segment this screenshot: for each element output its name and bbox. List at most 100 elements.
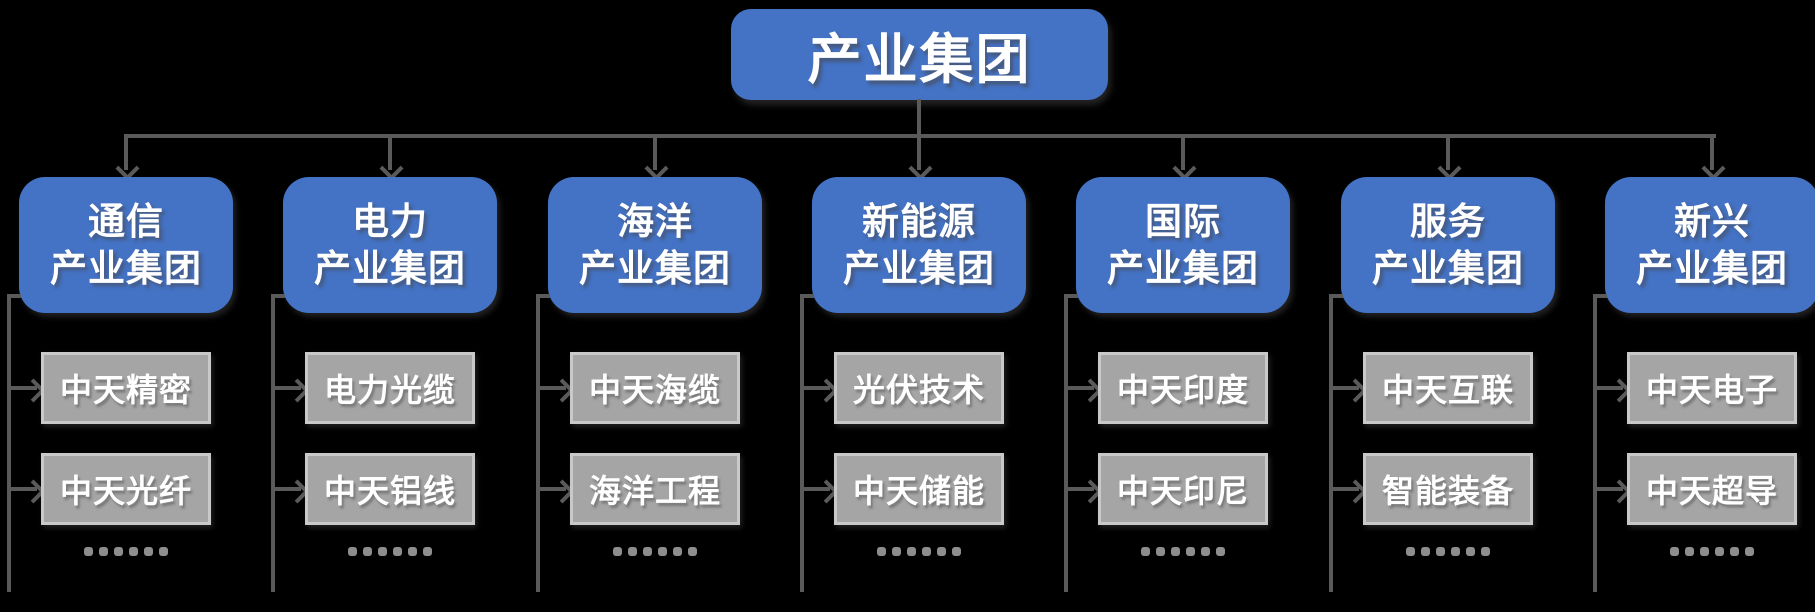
org-column-xinnengyuan: 新能源 产业集团 光伏技术 中天储能 [800, 134, 1038, 592]
dot-icon [937, 547, 946, 556]
group-node: 电力 产业集团 [283, 177, 497, 313]
subsidiary-node: 电力光缆 [305, 352, 475, 424]
subsidiary-name: 中天印尼 [1116, 473, 1249, 509]
dot-icon [84, 547, 93, 556]
connector-line [803, 294, 814, 298]
group-suffix: 产业集团 [1636, 248, 1788, 289]
subsidiary-name: 电力光缆 [323, 372, 456, 408]
dot-icon [144, 547, 153, 556]
group-name: 新能源 [862, 201, 976, 242]
connector-line [800, 294, 804, 592]
connector-line [1064, 294, 1068, 592]
subsidiary-node: 智能装备 [1363, 453, 1533, 525]
branch-connector-line [126, 134, 1716, 138]
connector-line [1596, 386, 1623, 390]
connector-line [10, 487, 37, 491]
connector-line [1329, 294, 1333, 592]
connector-line [274, 386, 301, 390]
org-column-fuwu: 服务 产业集团 中天互联 智能装备 [1329, 134, 1567, 592]
subsidiary-node: 海洋工程 [570, 453, 740, 525]
subsidiary-node: 中天精密 [41, 352, 211, 424]
subsidiary-node: 中天铝线 [305, 453, 475, 525]
subsidiary-name: 中天超导 [1645, 473, 1778, 509]
subsidiary-name: 光伏技术 [852, 372, 985, 408]
subsidiary-name: 中天光纤 [59, 473, 192, 509]
connector-line [1067, 294, 1078, 298]
connector-line [1067, 386, 1094, 390]
dot-icon [1171, 547, 1180, 556]
dot-icon [1685, 547, 1694, 556]
dot-icon [1715, 547, 1724, 556]
connector-line [1332, 386, 1359, 390]
group-name: 新兴 [1674, 201, 1750, 242]
connector-line [803, 487, 830, 491]
connector-line [388, 134, 392, 170]
dot-icon [1481, 547, 1490, 556]
subsidiary-node: 光伏技术 [834, 352, 1004, 424]
dot-icon [1141, 547, 1150, 556]
connector-line [536, 294, 540, 592]
subsidiary-node: 中天光纤 [41, 453, 211, 525]
org-column-tongxin: 通信 产业集团 中天精密 中天光纤 [7, 134, 245, 592]
dot-icon [688, 547, 697, 556]
connector-line [10, 294, 21, 298]
connector-line [539, 294, 550, 298]
dot-icon [129, 547, 138, 556]
connector-line [10, 386, 37, 390]
ellipsis-dots [1593, 547, 1815, 556]
dot-icon [1406, 547, 1415, 556]
group-suffix: 产业集团 [579, 248, 731, 289]
dot-icon [658, 547, 667, 556]
connector-line [274, 294, 285, 298]
root-connector-line [917, 99, 921, 136]
dot-icon [423, 547, 432, 556]
subsidiary-name: 海洋工程 [588, 473, 721, 509]
connector-line [7, 294, 11, 592]
subsidiary-node: 中天储能 [834, 453, 1004, 525]
group-suffix: 产业集团 [314, 248, 466, 289]
dot-icon [1156, 547, 1165, 556]
dot-icon [393, 547, 402, 556]
dot-icon [907, 547, 916, 556]
root-node-label: 产业集团 [807, 30, 1032, 90]
group-name: 海洋 [617, 201, 693, 242]
subsidiary-name: 中天印度 [1116, 372, 1249, 408]
dot-icon [922, 547, 931, 556]
subsidiary-node: 中天互联 [1363, 352, 1533, 424]
connector-line [1446, 134, 1450, 170]
dot-icon [643, 547, 652, 556]
group-node: 服务 产业集团 [1341, 177, 1555, 313]
subsidiary-name: 智能装备 [1381, 473, 1514, 509]
connector-line [1332, 487, 1359, 491]
dot-icon [877, 547, 886, 556]
dot-icon [1201, 547, 1210, 556]
subsidiary-node: 中天电子 [1627, 352, 1797, 424]
connector-line [539, 487, 566, 491]
dot-icon [1670, 547, 1679, 556]
subsidiary-node: 中天超导 [1627, 453, 1797, 525]
connector-line [803, 386, 830, 390]
subsidiary-name: 中天电子 [1645, 372, 1778, 408]
ellipsis-dots [7, 547, 245, 556]
group-suffix: 产业集团 [1372, 248, 1524, 289]
connector-line [274, 487, 301, 491]
group-node: 通信 产业集团 [19, 177, 233, 313]
dot-icon [348, 547, 357, 556]
dot-icon [1186, 547, 1195, 556]
connector-line [1596, 487, 1623, 491]
group-node: 新兴 产业集团 [1605, 177, 1815, 313]
dot-icon [1216, 547, 1225, 556]
ellipsis-dots [800, 547, 1038, 556]
dot-icon [1421, 547, 1430, 556]
dot-icon [1451, 547, 1460, 556]
connector-line [1332, 294, 1343, 298]
dot-icon [952, 547, 961, 556]
group-name: 国际 [1145, 201, 1221, 242]
dot-icon [378, 547, 387, 556]
subsidiary-name: 中天铝线 [323, 473, 456, 509]
dot-icon [114, 547, 123, 556]
dot-icon [1730, 547, 1739, 556]
connector-line [1181, 134, 1185, 170]
dot-icon [892, 547, 901, 556]
